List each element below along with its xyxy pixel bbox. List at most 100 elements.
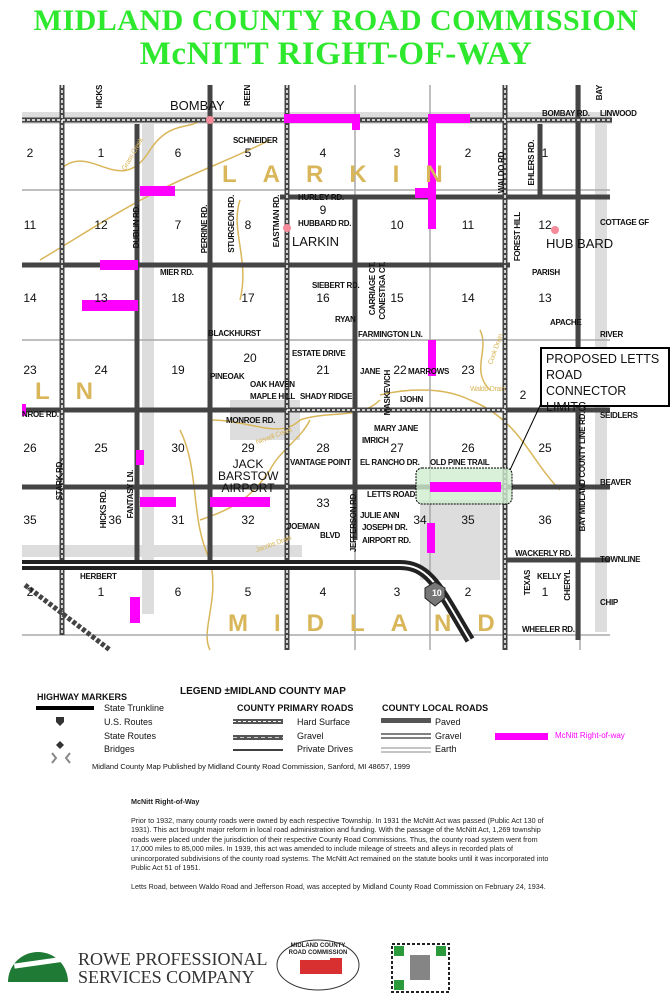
section-number: 1 (97, 585, 105, 599)
section-number: 23 (461, 363, 475, 377)
road-label: MAPLE HILL (250, 392, 295, 401)
road-label-vertical: EHLERS RD. (527, 140, 536, 186)
legend-state-trunkline: State Trunkline (104, 703, 165, 713)
road-label-vertical: REEN (243, 85, 252, 107)
legend-primary-heading: COUNTY PRIMARY ROADS (237, 703, 354, 713)
section-number: 1 (541, 585, 549, 599)
road-label: VANTAGE POINT (290, 458, 351, 467)
hubbard-marker (551, 226, 559, 234)
road-label: APACHE (550, 318, 582, 327)
road-label-vertical: JEFFERSON RD. (349, 492, 358, 553)
header-title: MIDLAND COUNTY ROAD COMMISSION (33, 4, 639, 37)
section-number: 2 (26, 146, 34, 160)
rowe-line-1: ROWE PROFESSIONAL (78, 949, 268, 969)
legend-credit: Midland County Map Published by Midland … (92, 762, 411, 771)
road-label: JOSEPH DR. (362, 523, 408, 532)
section-number: 24 (94, 363, 108, 377)
description-paragraph-2: Letts Road, between Waldo Road and Jeffe… (131, 881, 546, 891)
road-label: HERBERT (80, 572, 117, 581)
section-number: 36 (108, 513, 122, 527)
section-number: 35 (461, 513, 475, 527)
section-number: 33 (316, 496, 330, 510)
road-label: MIER RD. (160, 268, 194, 277)
section-number: 17 (241, 291, 255, 305)
section-number: 36 (538, 513, 552, 527)
road-label: BOMBAY RD. (542, 109, 590, 118)
section-number: 3 (393, 585, 401, 599)
road-label: COTTAGE GF (600, 218, 649, 227)
road-label: SCHNEIDER (233, 136, 278, 145)
legend-private-drives: Private Drives (297, 744, 354, 754)
section-number: 27 (390, 441, 404, 455)
section-number: 32 (241, 513, 255, 527)
bombay-marker (206, 116, 214, 124)
road-label: MONROE RD. (226, 416, 276, 425)
section-number: 2 (464, 146, 472, 160)
section-number: 21 (316, 363, 330, 377)
road-label-vertical: BAY MIDLAND COUNTY LINE RD. (578, 412, 587, 532)
legend-state-routes: State Routes (104, 731, 157, 741)
section-number: 13 (538, 291, 552, 305)
section-number: 16 (316, 291, 330, 305)
road-label: AIRPORT RD. (362, 536, 411, 545)
section-number: 8 (244, 218, 252, 232)
legend-local-heading: COUNTY LOCAL ROADS (382, 703, 489, 713)
section-number: 28 (316, 441, 330, 455)
road-label-vertical: CARRIAGE CT. (368, 262, 377, 316)
road-label-vertical: FOREST HILL (513, 212, 522, 262)
road-label: JULIE ANN (360, 511, 400, 520)
place-airport: JACK BARSTOW AIRPORT (218, 457, 279, 495)
section-number: 12 (538, 218, 552, 232)
place-larkin: LARKIN (292, 234, 339, 249)
section-number: 1 (541, 146, 549, 160)
section-number: 31 (171, 513, 185, 527)
section-number: 29 (241, 441, 255, 455)
legend-hard-surface: Hard Surface (297, 717, 351, 727)
road-label: SHADY RIDGE (300, 392, 353, 401)
mcrc-logo-text: MIDLAND COUNTY ROAD COMMISSION (288, 943, 348, 956)
description-heading: McNitt Right-of-Way (131, 797, 200, 806)
road-label: JOEMAN (287, 522, 320, 531)
road-label-vertical: TEXAS (523, 570, 532, 596)
road-label-vertical: DUBLIN RD. (132, 205, 141, 249)
section-number: 26 (23, 441, 37, 455)
section-number: 18 (171, 291, 185, 305)
road-label-vertical: HICKS (95, 85, 104, 109)
midland-county-road-commission-logo (276, 939, 360, 991)
road-label: ESTATE DRIVE (292, 349, 346, 358)
us10-shield-label: 10 (432, 588, 442, 598)
road-label: EL RANCHO DR. (360, 458, 420, 467)
road-label-vertical: CHERYL (563, 570, 572, 601)
legend-mcnitt: McNitt Right-of-way (555, 731, 625, 740)
road-label: WHEELER RD. (522, 625, 575, 634)
section-number: 5 (244, 585, 252, 599)
legend-bridges: Bridges (104, 744, 135, 754)
legend-graphics (36, 706, 548, 764)
road-label-vertical: WALDO RD. (497, 150, 506, 194)
drain-label: Waldo Drain (470, 386, 505, 393)
section-number: 19 (171, 363, 185, 377)
section-number: 6 (174, 146, 182, 160)
mcnitt-segments (22, 114, 501, 623)
road-label: TOWNLINE (600, 555, 641, 564)
road-label: OAK HAVEN (250, 380, 295, 389)
section-number: 14 (23, 291, 37, 305)
legend-highway-heading: HIGHWAY MARKERS (37, 692, 128, 702)
road-label: LINWOOD (600, 109, 637, 118)
road-label: HUBBARD RD. (298, 219, 352, 228)
road-label-vertical: STURGEON RD. (227, 195, 236, 253)
road-label: BEAVER (600, 478, 631, 487)
road-label-vertical: CONESTIGA CT. (378, 262, 387, 320)
section-number: 4 (319, 585, 327, 599)
section-number: 2 (26, 585, 34, 599)
section-number: 10 (390, 218, 404, 232)
mcnitt-description: McNitt Right-of-Way Prior to 1932, many … (131, 797, 551, 900)
road-label: PINEOAK (210, 372, 245, 381)
road-label: FARMINGTON LN. (358, 330, 423, 339)
road-label: OLD PINE TRAIL (430, 458, 490, 467)
road-label: RYAN (335, 315, 356, 324)
section-number: 25 (538, 441, 552, 455)
section-number: 6 (174, 585, 182, 599)
road-label: IJOHN (400, 395, 423, 404)
